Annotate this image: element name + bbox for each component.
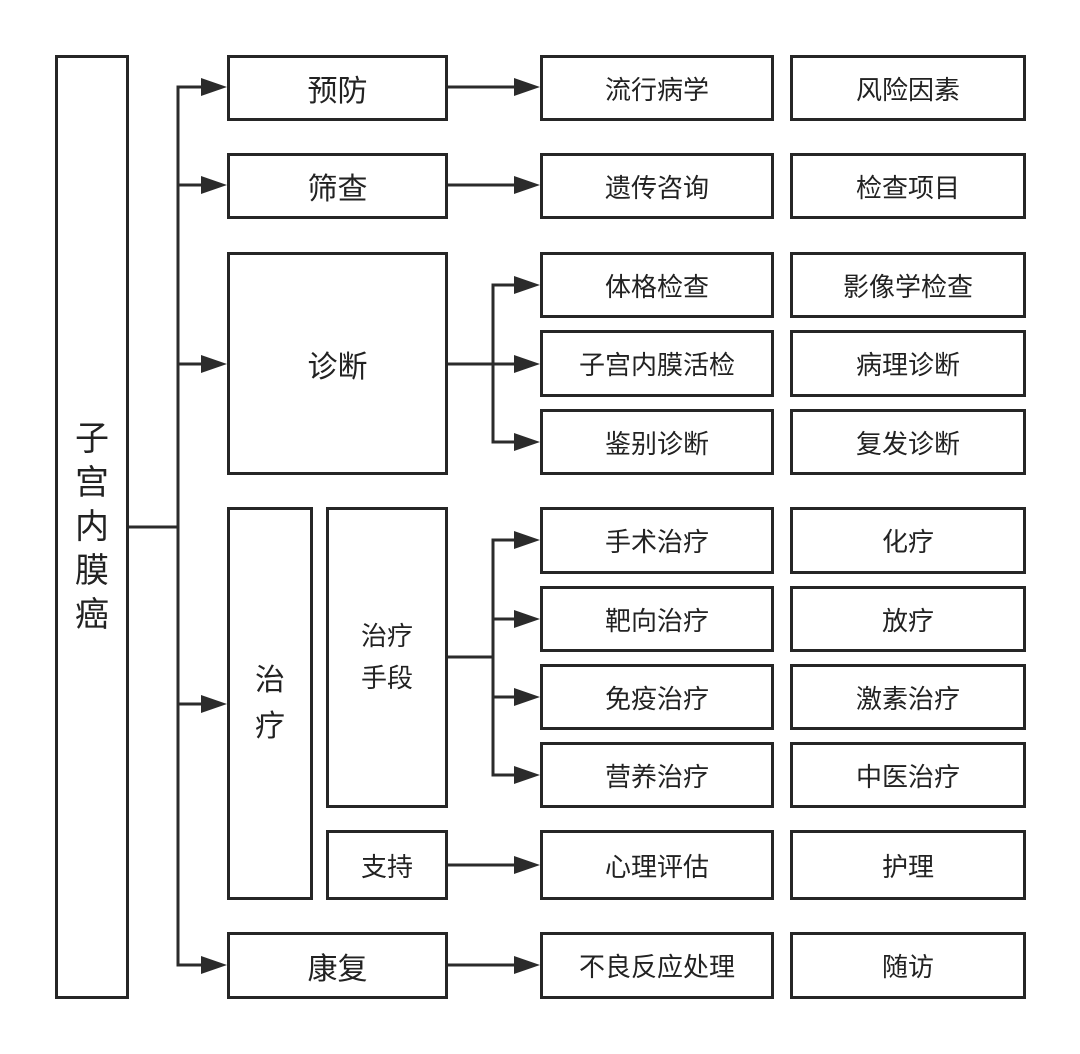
- psychological-assessment-node: 心理评估: [540, 830, 774, 900]
- node-label: 遗传咨询: [604, 173, 709, 204]
- node-label: 治疗: [255, 662, 285, 744]
- treatment-node: 治疗: [227, 507, 313, 900]
- hormone-therapy-node: 激素治疗: [790, 664, 1026, 730]
- node-label: 风险因素: [855, 75, 960, 106]
- radiotherapy-node: 放疗: [790, 586, 1026, 652]
- node-label: 流行病学: [604, 75, 709, 106]
- node-label: 鉴别诊断: [604, 429, 709, 460]
- node-label: 预防: [307, 74, 368, 109]
- adverse-reaction-management-node: 不良反应处理: [540, 932, 774, 999]
- tcm-therapy-node: 中医治疗: [790, 742, 1026, 808]
- node-label: 康复: [307, 951, 368, 987]
- node-label: 支持: [360, 852, 413, 883]
- node-label: 营养治疗: [604, 762, 709, 793]
- node-label: 心理评估: [604, 852, 709, 883]
- node-label: 手术治疗: [604, 528, 709, 558]
- node-label: 体格检查: [604, 272, 709, 303]
- screening-tests-node: 检查项目: [790, 153, 1026, 219]
- node-label: 筛查: [307, 172, 368, 207]
- node-label: 影像学检查: [842, 272, 973, 303]
- chemotherapy-node: 化疗: [790, 507, 1026, 574]
- endometrial-biopsy-node: 子宫内膜活检: [540, 330, 774, 397]
- node-label: 复发诊断: [855, 429, 960, 460]
- recurrence-diagnosis-node: 复发诊断: [790, 409, 1026, 475]
- pathological-diagnosis-node: 病理诊断: [790, 330, 1026, 397]
- node-label: 激素治疗: [855, 684, 960, 715]
- node-label: 治疗手段: [360, 621, 413, 694]
- node-label: 诊断: [307, 349, 368, 385]
- node-label: 免疫治疗: [604, 684, 709, 715]
- treatment-methods-node: 治疗手段: [326, 507, 448, 808]
- nutrition-therapy-node: 营养治疗: [540, 742, 774, 808]
- surgery-node: 手术治疗: [540, 507, 774, 574]
- nursing-care-node: 护理: [790, 830, 1026, 900]
- node-label: 随访: [881, 953, 934, 983]
- node-label: 护理: [881, 852, 934, 883]
- diagnosis-node: 诊断: [227, 252, 448, 475]
- follow-up-node: 随访: [790, 932, 1026, 999]
- node-label: 病理诊断: [855, 351, 960, 381]
- node-label: 放疗: [881, 606, 934, 637]
- genetic-counseling-node: 遗传咨询: [540, 153, 774, 219]
- node-label: 靶向治疗: [604, 606, 709, 637]
- support-node: 支持: [326, 830, 448, 900]
- risk-factors-node: 风险因素: [790, 55, 1026, 121]
- immunotherapy-node: 免疫治疗: [540, 664, 774, 730]
- imaging-exam-node: 影像学检查: [790, 252, 1026, 318]
- epidemiology-node: 流行病学: [540, 55, 774, 121]
- root-node-label: 子宫内膜癌: [74, 419, 109, 635]
- node-label: 不良反应处理: [578, 953, 735, 983]
- rehabilitation-node: 康复: [227, 932, 448, 999]
- prevention-node: 预防: [227, 55, 448, 121]
- differential-diagnosis-node: 鉴别诊断: [540, 409, 774, 475]
- node-label: 中医治疗: [855, 762, 960, 793]
- node-label: 化疗: [881, 528, 934, 558]
- targeted-therapy-node: 靶向治疗: [540, 586, 774, 652]
- node-label: 子宫内膜活检: [578, 351, 735, 381]
- screening-node: 筛查: [227, 153, 448, 219]
- root-node: 子宫内膜癌: [55, 55, 129, 999]
- physical-exam-node: 体格检查: [540, 252, 774, 318]
- node-label: 检查项目: [855, 173, 960, 204]
